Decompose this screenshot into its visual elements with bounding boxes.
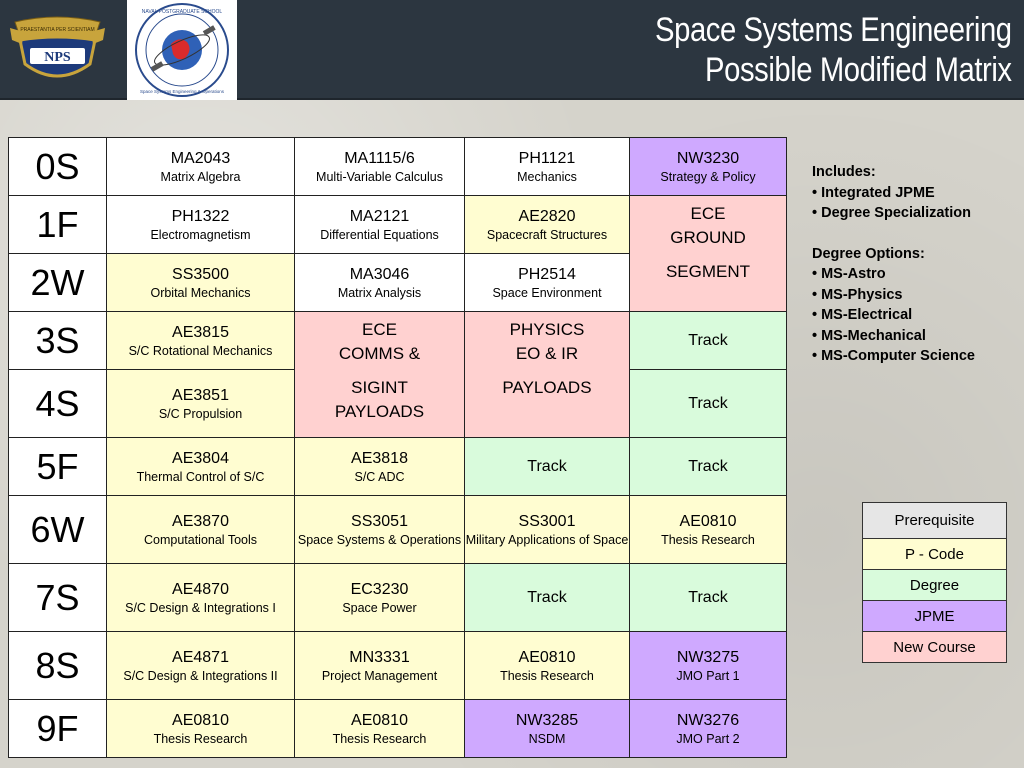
nps-seal-logo: NAVAL POSTGRADUATE SCHOOL Space Systems … [127,0,237,100]
header-bar: NPS PRAESTANTIA PER SCIENTIAM NAVAL POST… [0,0,1024,100]
ece-ground-segment-block: ECE GROUND SEGMENT [629,195,787,312]
degree-option-item: • MS-Mechanical [812,327,926,344]
quarter-label: 4S [8,369,107,438]
nps-logo: NPS PRAESTANTIA PER SCIENTIAM [10,16,105,78]
quarter-label: 1F [8,195,107,254]
includes-heading: Includes: [812,164,876,180]
legend-jpme: JPME [862,600,1007,632]
title-line-1: Space Systems Engineering [655,11,1012,49]
legend-prerequisite: Prerequisite [862,502,1007,539]
legend-degree: Degree [862,569,1007,601]
physics-eo-ir-block: PHYSICS EO & IR PAYLOADS [464,311,630,438]
degree-option-item: • MS-Computer Science [812,348,975,364]
degree-notes: Includes: • Integrated JPME • Degree Spe… [812,162,1017,367]
svg-text:NAVAL POSTGRADUATE SCHOOL: NAVAL POSTGRADUATE SCHOOL [142,9,223,15]
page-title: Space Systems Engineering Possible Modif… [597,10,1012,90]
track-cell: Track [464,437,630,496]
legend-p-code: P - Code [862,538,1007,570]
quarter-label: 7S [8,563,107,632]
svg-text:Space Systems Engineering & Op: Space Systems Engineering & Operations [140,89,225,94]
title-line-2: Possible Modified Matrix [705,51,1012,89]
track-cell: Track [629,311,787,370]
quarter-label: 6W [8,495,107,564]
includes-item: • Integrated JPME [812,184,935,201]
quarter-label: 9F [8,699,107,758]
quarter-label: 5F [8,437,107,496]
quarter-label: 8S [8,631,107,700]
quarter-label: 3S [8,311,107,370]
track-cell: Track [464,563,630,632]
quarter-label: 2W [8,253,107,312]
includes-item: • Degree Specialization [812,205,971,221]
degree-options-heading: Degree Options: [812,245,925,262]
track-cell: Track [629,369,787,438]
degree-option-item: • MS-Astro [812,266,886,282]
track-cell: Track [629,437,787,496]
degree-option-item: • MS-Electrical [812,307,913,323]
quarter-label: 0S [8,137,107,196]
svg-text:PRAESTANTIA PER SCIENTIAM: PRAESTANTIA PER SCIENTIAM [20,27,94,33]
track-cell: Track [629,563,787,632]
degree-option-item: • MS-Physics [812,286,903,303]
color-legend: Prerequisite P - Code Degree JPME New Co… [862,502,1007,663]
svg-text:NPS: NPS [44,50,71,65]
legend-new-course: New Course [862,631,1007,663]
ece-comms-sigint-block: ECE COMMS & SIGINT PAYLOADS [294,311,465,438]
